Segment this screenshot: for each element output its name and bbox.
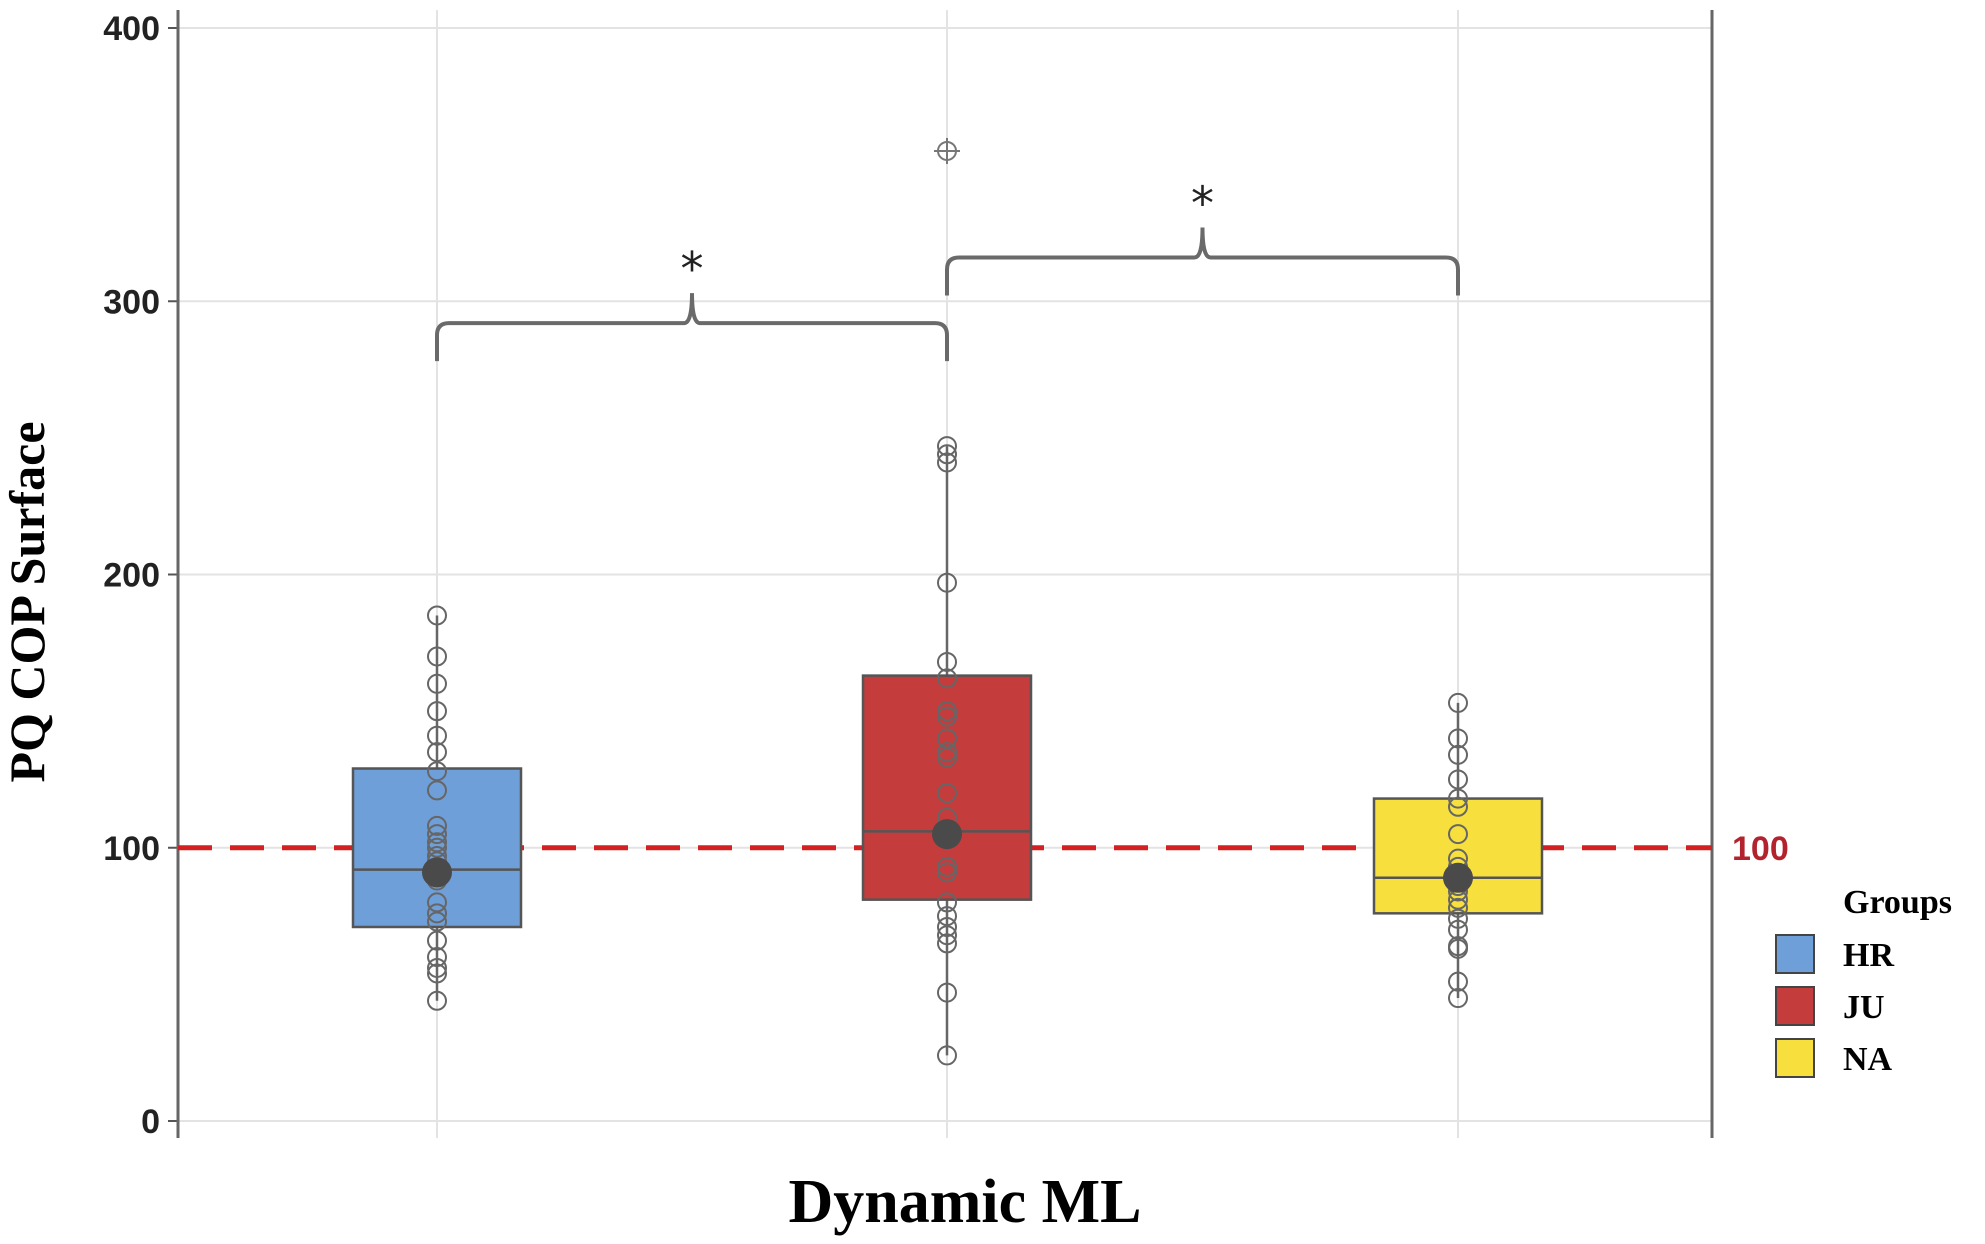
data-point (937, 651, 957, 672)
data-point (937, 742, 957, 763)
mean-marker (932, 819, 962, 850)
data-point (427, 605, 447, 626)
data-point (1448, 938, 1468, 959)
data-point (937, 452, 957, 473)
data-point (937, 701, 957, 722)
significance-star: * (1191, 177, 1214, 231)
y-tick-label: 100 (103, 830, 160, 868)
y-tick-label: 300 (103, 283, 160, 321)
data-point (1448, 971, 1468, 992)
box-ju (861, 674, 1033, 901)
data-point (427, 990, 447, 1011)
data-point (937, 1045, 957, 1066)
data-point (1448, 796, 1468, 817)
data-point (937, 906, 957, 927)
outlier-marker (934, 137, 960, 164)
reference-line-label: 100 (1732, 830, 1789, 868)
y-tick-label: 400 (103, 10, 160, 48)
data-point (427, 832, 447, 853)
data-point (937, 728, 957, 749)
mean-marker (422, 857, 452, 888)
data-point (427, 701, 447, 722)
legend-label-na: NA (1843, 1041, 1893, 1078)
data-point (1448, 769, 1468, 790)
axes: 0 100 200 300 400 (103, 10, 1714, 1141)
data-point (1448, 988, 1468, 1009)
data-point (427, 742, 447, 763)
significance-group: ** (435, 177, 1460, 362)
x-axis-title: Dynamic ML (788, 1168, 1141, 1236)
data-point (937, 572, 957, 593)
boxes-group (351, 446, 1544, 1056)
legend-swatch-hr (1775, 934, 1815, 974)
data-point (427, 930, 447, 951)
significance-star: * (681, 242, 704, 296)
data-point (937, 706, 957, 727)
data-point (1448, 788, 1468, 809)
data-point (937, 933, 957, 954)
data-point (427, 911, 447, 932)
data-point (937, 916, 957, 937)
data-point (937, 856, 957, 877)
data-point (1448, 824, 1468, 845)
data-point (937, 668, 957, 689)
data-point (937, 862, 957, 883)
data-point (427, 725, 447, 746)
significance-bracket (435, 293, 949, 362)
data-point (427, 673, 447, 694)
legend-label-hr: HR (1843, 937, 1894, 974)
data-point (427, 780, 447, 801)
data-point (1448, 897, 1468, 918)
mean-marker (1443, 862, 1473, 893)
legend-title: Groups (1843, 884, 1952, 921)
data-point (937, 783, 957, 804)
data-point (427, 824, 447, 845)
data-point (937, 925, 957, 946)
data-point (937, 982, 957, 1003)
data-point (427, 761, 447, 782)
data-point (427, 947, 447, 968)
data-point (937, 436, 957, 457)
data-point (937, 747, 957, 768)
data-point (427, 963, 447, 984)
data-point (427, 646, 447, 667)
significance-bracket (945, 227, 1460, 296)
data-point (1448, 692, 1468, 713)
y-axis-title: PQ COP Surface (0, 421, 55, 782)
data-point (1448, 919, 1468, 940)
data-point (937, 444, 957, 465)
data-point (427, 837, 447, 858)
data-point (1448, 908, 1468, 929)
y-tick-label: 0 (141, 1103, 160, 1141)
legend-swatch-ju (1775, 986, 1815, 1026)
data-point (1448, 744, 1468, 765)
legend-label-ju: JU (1843, 989, 1885, 1026)
legend-swatch-na (1775, 1038, 1815, 1078)
data-point (427, 815, 447, 836)
data-point (427, 903, 447, 924)
y-tick-label: 200 (103, 557, 160, 595)
data-point (427, 892, 447, 913)
data-point (1448, 728, 1468, 749)
data-point (427, 957, 447, 978)
data-point (937, 892, 957, 913)
points-group (422, 137, 1473, 1066)
